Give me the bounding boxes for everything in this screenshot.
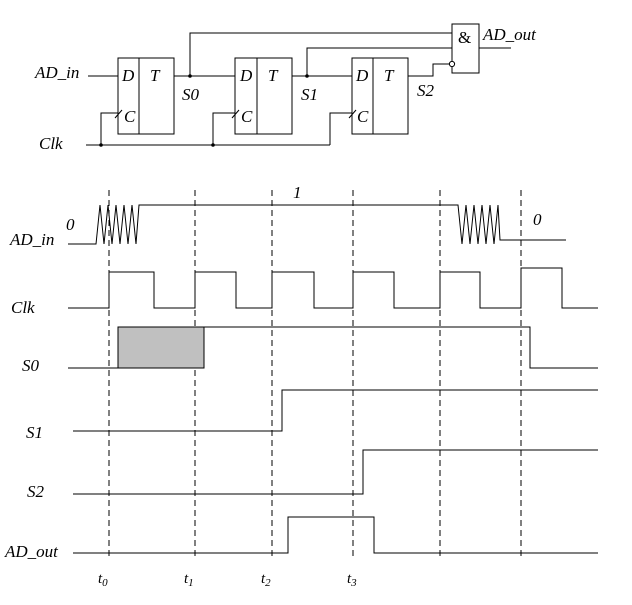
- flipflop-3-pin-d: D: [355, 66, 369, 85]
- time-marker-t2: t2: [261, 571, 271, 589]
- flipflop-1-pin-t: T: [150, 66, 161, 85]
- flipflop-1-pin-d: D: [121, 66, 135, 85]
- timing-section: AD_in Clk S0 S1 S2 AD_out 0 1 0 t0 t1 t2…: [4, 183, 598, 589]
- reference-lines: [108, 190, 522, 560]
- junction-s1: [305, 74, 309, 78]
- time-marker-t1-base: t: [184, 571, 189, 587]
- signal-label-s0: S0: [22, 356, 40, 375]
- flipflop-3-output-label: S2: [417, 81, 435, 100]
- flipflop-2-edge-tick: [231, 109, 240, 119]
- time-marker-t3-sub: 3: [350, 577, 357, 589]
- waveform-ad-out: [73, 516, 598, 554]
- and-gate-inversion-bubble: [448, 60, 456, 68]
- flipflop-2: D T C: [231, 57, 293, 135]
- circuit-input-label: AD_in: [34, 63, 79, 82]
- time-marker-t0-sub: 0: [102, 577, 108, 589]
- signal-label-ad-in: AD_in: [9, 230, 54, 249]
- junction-clk-1: [99, 143, 103, 147]
- waveform-s0-trace: [204, 326, 598, 369]
- waveform-ad-in: [68, 204, 566, 245]
- waveform-clk: [68, 267, 598, 309]
- flipflop-1-body: [117, 57, 175, 135]
- time-marker-t0-base: t: [98, 571, 103, 587]
- flipflop-2-pin-t: T: [268, 66, 279, 85]
- flipflop-1-output-label: S0: [182, 85, 200, 104]
- wire-s0-to-gate: [189, 32, 452, 76]
- s0-undefined-region: [117, 326, 205, 369]
- signal-label-s1: S1: [26, 423, 43, 442]
- wire-clk-ff1: [100, 112, 118, 145]
- signal-label-ad-out: AD_out: [4, 542, 59, 561]
- waveform-clk-trace: [68, 267, 598, 309]
- and-gate-symbol: &: [458, 28, 471, 47]
- wire-clk-ff2: [212, 112, 235, 145]
- wire-clk-ff3: [329, 112, 352, 145]
- and-gate: &: [448, 23, 480, 74]
- junction-s0: [188, 74, 192, 78]
- waveform-s1: [73, 389, 598, 432]
- signal-label-clk: Clk: [11, 298, 35, 317]
- flipflop-3: D T C: [348, 57, 409, 135]
- circuit-schematic: D T C D T C D T C &: [34, 23, 537, 153]
- circuit-output-label: AD_out: [482, 25, 537, 44]
- waveform-ad-in-trace: [68, 204, 566, 245]
- flipflop-2-body: [234, 57, 293, 135]
- time-marker-t2-sub: 2: [265, 577, 271, 589]
- flipflop-2-pin-d: D: [239, 66, 253, 85]
- time-marker-t1-sub: 1: [188, 577, 194, 589]
- flipflop-3-body: [351, 57, 409, 135]
- flipflop-2-pin-c: C: [241, 107, 253, 126]
- flipflop-3-pin-c: C: [357, 107, 369, 126]
- time-marker-t2-base: t: [261, 571, 266, 587]
- flipflop-3-edge-tick: [348, 109, 357, 119]
- time-markers: t0 t1 t2 t3: [98, 571, 357, 589]
- circuit-clock-label: Clk: [39, 134, 63, 153]
- flipflop-2-output-label: S1: [301, 85, 318, 104]
- time-marker-t3-base: t: [347, 571, 352, 587]
- wire-s2-to-gate: [408, 63, 450, 77]
- waveform-s0: [68, 326, 598, 369]
- circuit-wires: [86, 32, 511, 147]
- flipflop-3-pin-t: T: [384, 66, 395, 85]
- time-marker-t0: t0: [98, 571, 108, 589]
- flipflop-1-edge-tick: [114, 109, 123, 119]
- flipflop-1: D T C: [114, 57, 175, 135]
- and-gate-body: [451, 23, 480, 74]
- junction-clk-2: [211, 143, 215, 147]
- waveform-s2: [73, 449, 598, 495]
- time-marker-t1: t1: [184, 571, 194, 589]
- level-label-low-start: 0: [66, 215, 75, 234]
- wire-s1-to-gate: [306, 47, 452, 76]
- flipflop-1-pin-c: C: [124, 107, 136, 126]
- level-label-low-end: 0: [533, 210, 542, 229]
- level-label-high: 1: [293, 183, 302, 202]
- time-marker-t3: t3: [347, 571, 357, 589]
- signal-label-s2: S2: [27, 482, 45, 501]
